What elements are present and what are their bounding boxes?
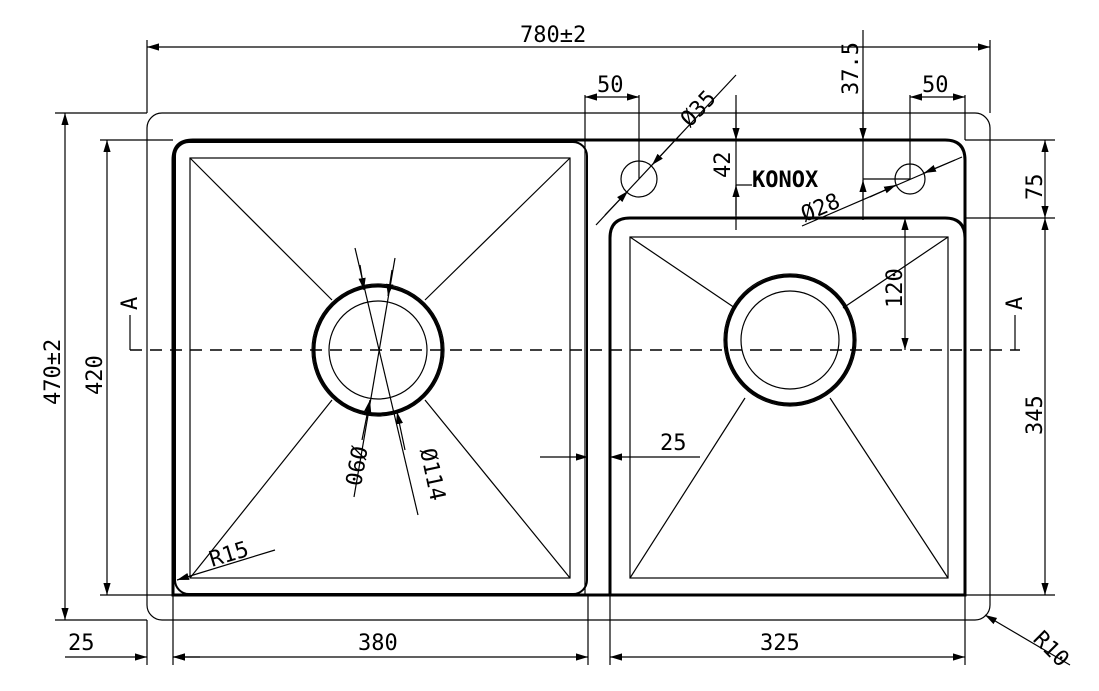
dim-hole2-diameter: Ø28 (798, 189, 844, 228)
dim-deck-depth: 75 (1023, 174, 1048, 201)
dim-right-bowl-depth: 345 (1023, 395, 1048, 435)
section-mark-left: A (118, 297, 143, 310)
dim-left-bowl-width: 380 (358, 631, 398, 656)
dim-hole2-position: 37.5 (839, 42, 864, 95)
right-bowl (608, 216, 967, 597)
dim-drain-outer-diameter: Ø114 (414, 446, 449, 503)
dim-hole1-diameter: Ø35 (676, 86, 721, 132)
dim-logo-offset: 42 (711, 152, 736, 179)
dim-inner-depth: 420 (83, 355, 108, 395)
brand-logo: KONOX (752, 168, 818, 193)
right-drain-outer (724, 274, 856, 406)
dim-drain-inner-diameter: Ø90 (339, 444, 371, 487)
left-bowl (174, 141, 588, 595)
sink-outer-outline (146, 112, 991, 621)
dim-divider-width: 25 (660, 431, 687, 456)
dim-hole2-offset: 50 (922, 73, 949, 98)
left-drain-inner (328, 300, 428, 400)
sink-inner-outline (171, 138, 967, 597)
dim-overall-depth: 470±2 (41, 339, 66, 405)
dim-drain-offset: 120 (883, 268, 908, 308)
dim-radius-outer: R10 (1028, 627, 1074, 673)
dim-overall-width: 780±2 (520, 23, 586, 48)
right-drain-inner (740, 290, 840, 390)
section-mark-right: A (1003, 297, 1028, 310)
dim-right-bowl-width: 325 (760, 631, 800, 656)
dim-hole1-offset: 50 (597, 73, 624, 98)
dim-left-margin: 25 (68, 631, 95, 656)
dim-radius-bowl: R15 (206, 537, 251, 573)
